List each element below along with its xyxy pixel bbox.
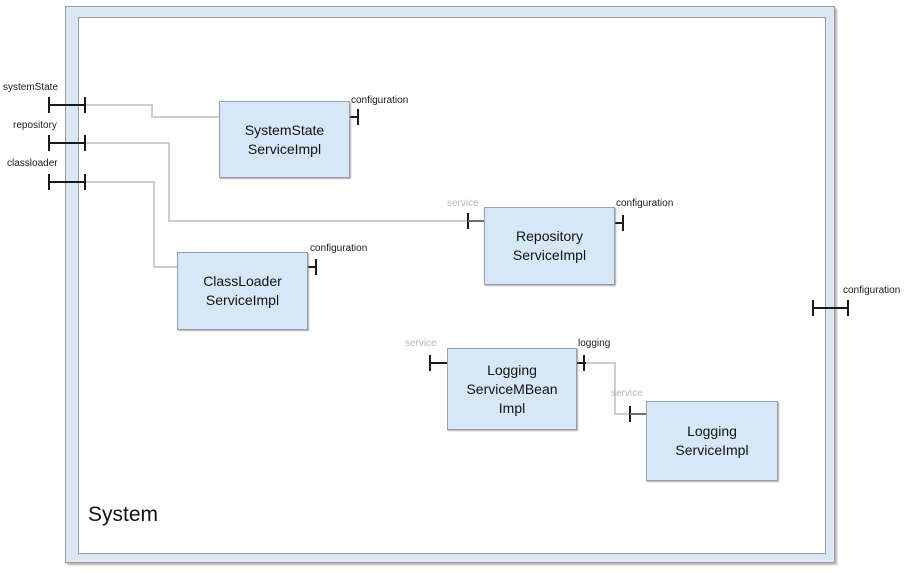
port-loggingmbean-logging-stub[interactable] [575,362,586,364]
port-repository-configuration-label: configuration [616,198,674,209]
component-label-line: ServiceImpl [675,442,749,458]
component-label-line: ServiceImpl [247,140,322,157]
frame-port-configuration-bar-inner [812,300,814,316]
connector-logging-seg1[interactable] [585,362,616,364]
connector-classloader-seg2[interactable] [153,181,155,268]
connector-systemstate-seg2[interactable] [151,104,153,118]
frame-port-classloader-line[interactable] [49,181,86,183]
frame-port-repository-bar-inner [84,135,86,151]
port-systemstate-configuration-bar [357,109,359,125]
component-logging-serviceimpl[interactable]: Logging ServiceImpl [646,401,778,481]
port-loggingmbean-logging-bar [583,355,585,371]
component-label-line: Logging [487,361,537,378]
port-repository-configuration-stub[interactable] [613,222,624,224]
frame-port-classloader-bar-outer [48,174,50,190]
component-label-line: Repository [516,228,583,244]
component-label-line: Impl [498,399,526,416]
frame-port-systemstate-bar-inner [84,97,86,113]
component-label-line: ClassLoader [203,273,282,289]
system-frame-title: System [88,503,159,526]
port-classloader-configuration-stub[interactable] [306,266,317,268]
frame-port-configuration-bar-outer [847,300,849,316]
port-loggingmbean-logging-label: logging [578,338,611,349]
connector-repository-seg1[interactable] [85,142,170,144]
system-component-frame[interactable] [65,6,835,563]
component-repository-serviceimpl[interactable]: Repository ServiceImpl [484,207,615,285]
port-repository-service-label: service [447,198,479,209]
connector-classloader-seg3[interactable] [153,266,178,268]
connector-repository-seg2[interactable] [168,142,170,222]
connector-classloader-seg1[interactable] [85,181,155,183]
component-label-line: ServiceImpl [205,292,280,308]
component-label-line: Logging [687,423,737,439]
port-repository-configuration-bar [622,215,624,231]
port-systemstate-configuration-stub[interactable] [348,116,359,118]
frame-port-configuration-label: configuration [843,285,901,296]
port-classloader-configuration-label: configuration [310,243,368,254]
frame-port-repository-bar-outer [48,135,50,151]
component-label-line: SystemState [244,121,325,138]
port-loggingmbean-service-stub[interactable] [430,362,447,364]
frame-port-classloader-label: classloader [7,158,58,169]
port-classloader-configuration-bar [315,259,317,275]
frame-port-systemstate-bar-outer [48,97,50,113]
component-logging-servicembean-impl[interactable]: Logging ServiceMBean Impl [447,348,577,430]
connector-systemstate-seg3[interactable] [151,116,220,118]
connector-repository-seg3[interactable] [168,220,468,222]
frame-port-configuration-line[interactable] [813,307,849,309]
port-systemstate-configuration-label: configuration [351,95,409,106]
connector-logging-seg3[interactable] [614,413,631,415]
frame-port-classloader-bar-inner [84,174,86,190]
component-label-line: ServiceImpl [512,247,587,263]
connector-logging-seg2[interactable] [614,362,616,415]
component-classloader-serviceimpl[interactable]: ClassLoader ServiceImpl [177,252,308,330]
component-label-line: ServiceMBean [466,380,558,397]
port-loggingimpl-service-stub[interactable] [630,413,646,415]
port-loggingmbean-service-label: service [405,338,437,349]
port-loggingimpl-service-label: service [611,388,643,399]
frame-port-repository-line[interactable] [49,142,86,144]
frame-port-systemstate-line[interactable] [49,104,86,106]
port-repository-service-stub[interactable] [468,220,484,222]
frame-port-systemstate-label: systemState [3,82,59,93]
connector-systemstate-seg1[interactable] [85,104,153,106]
component-systemstate-serviceimpl[interactable]: SystemState ServiceImpl [219,101,350,178]
frame-port-repository-label: repository [13,120,57,131]
